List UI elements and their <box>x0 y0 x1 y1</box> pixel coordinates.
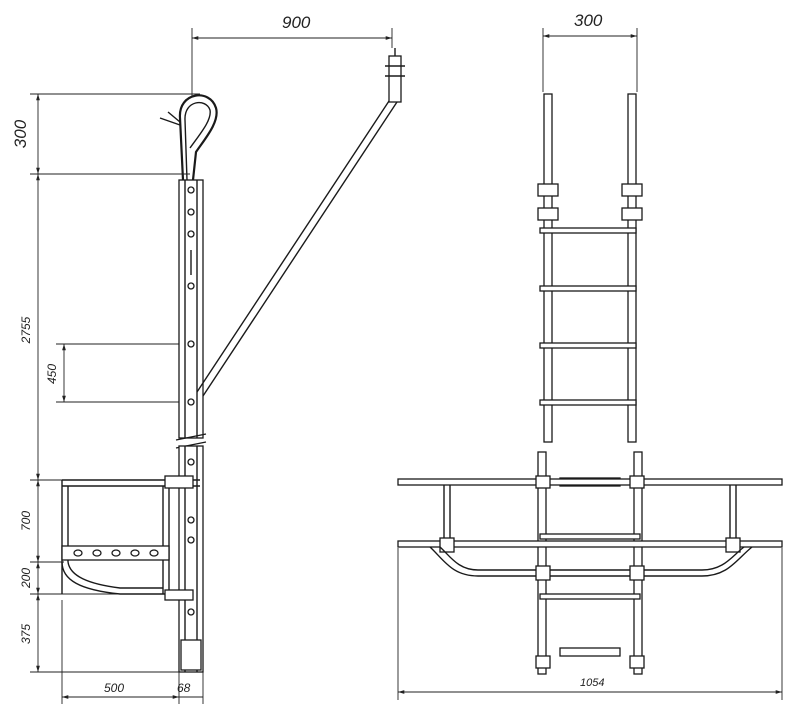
label-450: 450 <box>45 364 59 384</box>
side-stringer <box>175 179 207 673</box>
label-200: 200 <box>19 568 33 589</box>
label-68: 68 <box>177 681 191 695</box>
side-platform <box>61 475 200 601</box>
label-700: 700 <box>19 511 33 531</box>
dimension-1054: 1054 <box>397 548 783 700</box>
label-2755: 2755 <box>19 316 33 344</box>
label-500: 500 <box>104 681 124 695</box>
front-rungs <box>539 227 641 657</box>
top-hook <box>159 94 218 181</box>
front-stringers <box>537 93 643 675</box>
side-bottom-dimensions: 500 68 <box>61 600 204 704</box>
label-900: 900 <box>282 13 311 32</box>
diagonal-brace <box>196 48 405 397</box>
front-view: 300 <box>397 11 783 700</box>
label-375: 375 <box>19 624 33 644</box>
side-view: 900 300 2755 450 700 2 <box>11 13 405 704</box>
front-platform <box>397 475 783 669</box>
label-300-side: 300 <box>11 119 30 148</box>
label-300-front: 300 <box>574 11 603 30</box>
label-1054: 1054 <box>580 677 604 689</box>
dimension-300-front: 300 <box>542 11 638 92</box>
dimension-900: 900 <box>191 13 393 96</box>
